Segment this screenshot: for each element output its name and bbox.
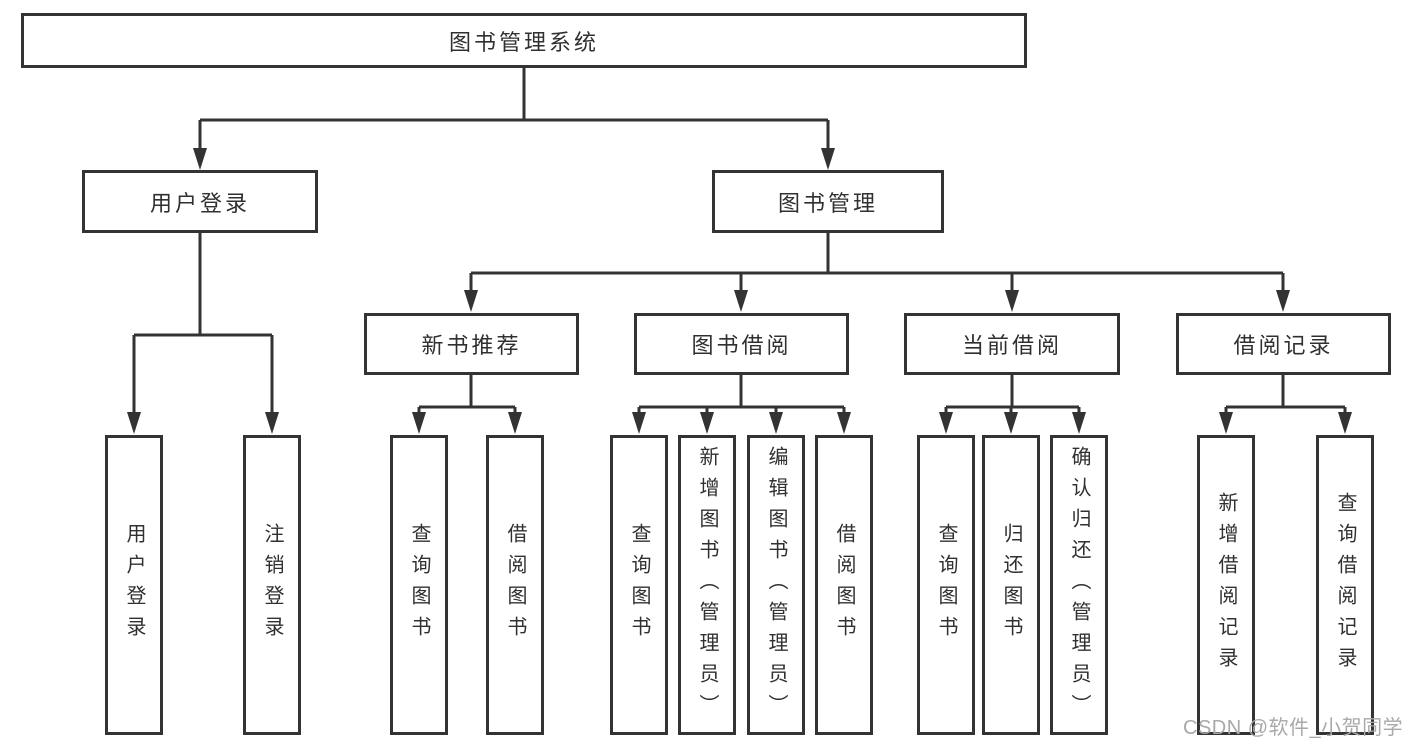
leaf-borrow-book-borrowing: 借阅图书	[815, 435, 873, 735]
leaf-query-book-borrowing: 查询图书	[610, 435, 668, 735]
node-new-book-recommendation: 新书推荐	[364, 313, 579, 375]
leaf-confirm-return-admin: 确认归还（管理员）	[1050, 435, 1108, 735]
leaf-add-borrow-record: 新增借阅记录	[1197, 435, 1255, 735]
leaf-return-book: 归还图书	[982, 435, 1040, 735]
node-borrowing-records: 借阅记录	[1176, 313, 1391, 375]
node-user-login: 用户登录	[82, 170, 318, 233]
leaf-query-book-current: 查询图书	[917, 435, 975, 735]
leaf-logout: 注销登录	[243, 435, 301, 735]
leaf-edit-book-admin: 编辑图书（管理员）	[747, 435, 805, 735]
node-book-borrowing: 图书借阅	[634, 313, 849, 375]
leaf-query-book-recommend: 查询图书	[390, 435, 448, 735]
leaf-user-login: 用户登录	[105, 435, 163, 735]
node-current-borrowing: 当前借阅	[904, 313, 1120, 375]
node-root: 图书管理系统	[21, 13, 1027, 68]
leaf-query-borrow-record: 查询借阅记录	[1316, 435, 1374, 735]
node-book-management: 图书管理	[712, 170, 944, 233]
arrowheads	[127, 148, 1352, 434]
csdn-watermark: CSDN @软件_小贺同学	[1183, 717, 1404, 739]
leaf-borrow-book-recommend: 借阅图书	[486, 435, 544, 735]
leaf-add-book-admin: 新增图书（管理员）	[678, 435, 736, 735]
